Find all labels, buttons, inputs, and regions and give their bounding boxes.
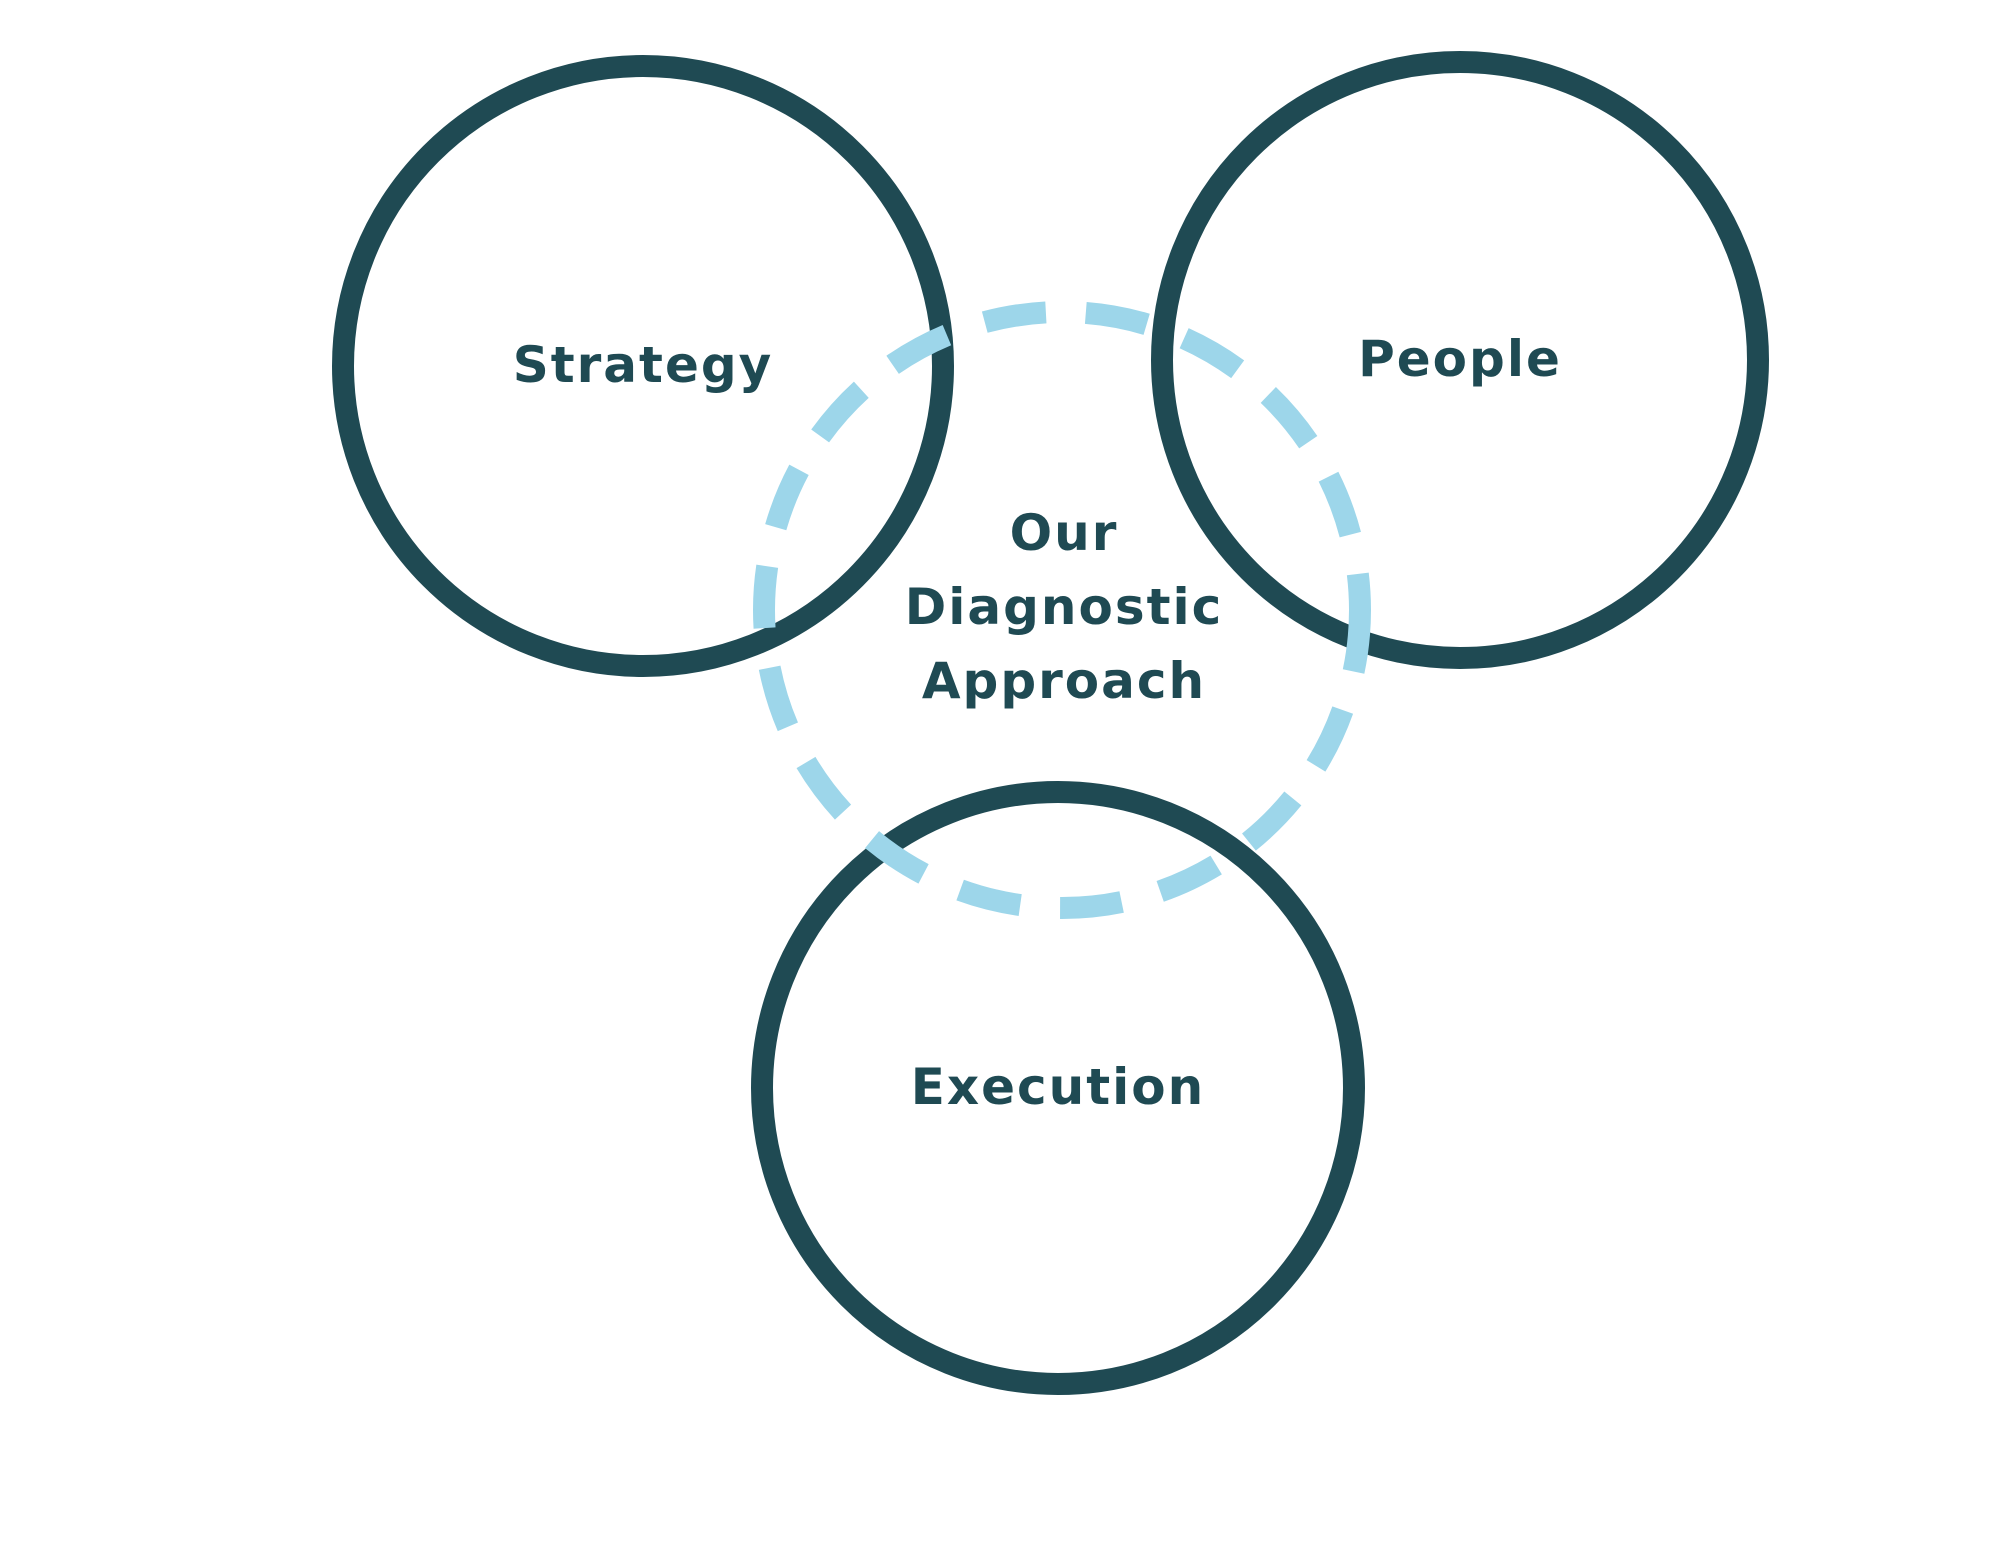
diagnostic-approach-dashed-circle [753, 301, 1371, 919]
strategy-label: Strategy [513, 336, 774, 394]
execution-label: Execution [911, 1058, 1206, 1116]
center-label-line-1: Our [1010, 504, 1119, 562]
center-label-line-3: Approach [922, 652, 1206, 710]
strategy-circle [332, 55, 954, 677]
execution-circle [751, 781, 1365, 1395]
center-label-line-2: Diagnostic [905, 578, 1224, 636]
people-circle [1151, 51, 1769, 669]
people-label: People [1358, 330, 1562, 388]
